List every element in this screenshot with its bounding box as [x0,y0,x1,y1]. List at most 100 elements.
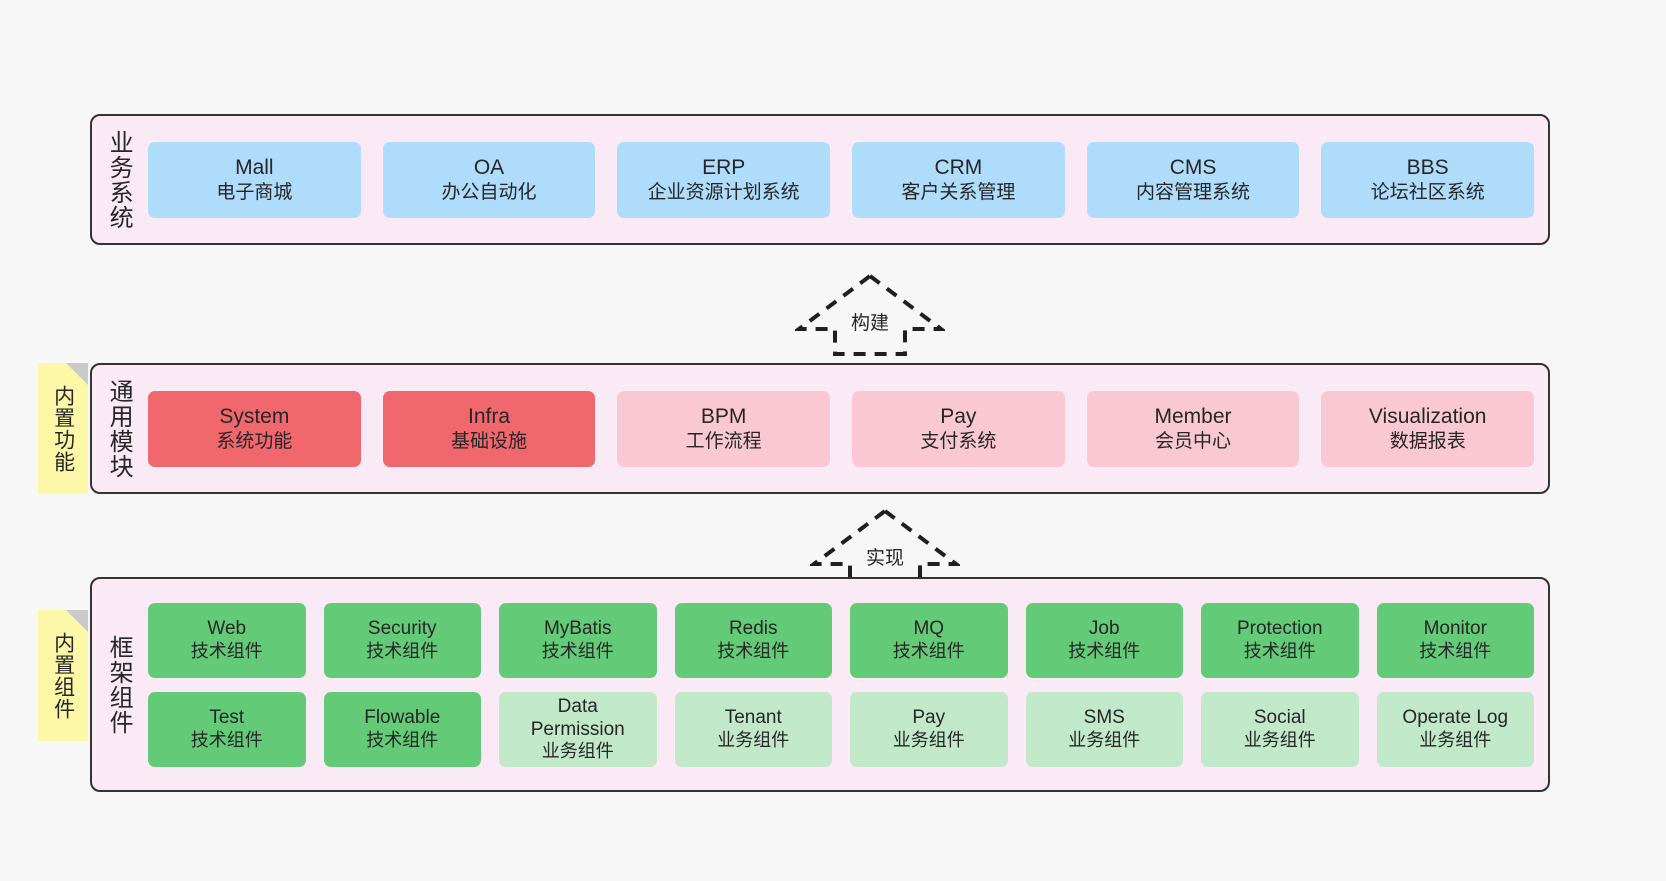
tag-builtin-function: 内置功能 [38,363,88,494]
card-erp[interactable]: ERP 企业资源计划系统 [617,141,831,218]
card-social[interactable]: Social 业务组件 [1201,691,1359,767]
card-row: System 系统功能 Infra 基础设施 BPM 工作流程 Pay 支付系统… [148,390,1535,467]
card-oa[interactable]: OA 办公自动化 [382,141,596,218]
card-subtitle: 业务组件 [1419,729,1492,750]
tag-label: 内置组件 [51,631,75,720]
card-subtitle: 技术组件 [190,640,263,661]
card-row: Test 技术组件 Flowable 技术组件 Data Permission … [148,691,1534,767]
card-subtitle: 会员中心 [1155,430,1232,452]
card-security[interactable]: Security 技术组件 [323,602,481,678]
card-cms[interactable]: CMS 内容管理系统 [1086,141,1300,218]
card-title: ERP [702,156,746,180]
card-title: Data Permission [530,695,625,741]
card-bpm[interactable]: BPM 工作流程 [617,390,831,467]
card-pay-component[interactable]: Pay 业务组件 [850,691,1008,767]
connector-implement: 实现 [810,507,960,592]
card-data-permission[interactable]: Data Permission 业务组件 [499,691,657,767]
tag-label: 内置功能 [51,384,75,473]
card-title: Tenant [724,707,782,729]
card-subtitle: 业务组件 [1243,729,1316,750]
card-title: Redis [728,618,778,640]
card-title: CRM [934,156,983,180]
card-subtitle: 基础设施 [451,430,528,452]
card-subtitle: 业务组件 [541,741,614,762]
card-title: MQ [913,618,945,640]
card-title: OA [473,156,505,180]
card-title: Social [1253,707,1306,729]
card-title: Protection [1236,618,1323,640]
layer-body-business-system: Mall 电子商城 OA 办公自动化 ERP 企业资源计划系统 CRM 客户关系… [144,116,1548,243]
card-subtitle: 论坛社区系统 [1370,181,1485,203]
card-title: System [219,405,290,429]
card-title: Job [1088,618,1120,640]
card-title: Mall [235,156,274,180]
card-subtitle: 技术组件 [892,640,965,661]
layer-title-business-system: 业务系统 [105,129,133,230]
card-web[interactable]: Web 技术组件 [148,602,306,678]
card-visualization[interactable]: Visualization 数据报表 [1321,390,1535,467]
layer-body-common-module: System 系统功能 Infra 基础设施 BPM 工作流程 Pay 支付系统… [144,365,1548,492]
card-infra[interactable]: Infra 基础设施 [382,390,596,467]
card-title: Infra [467,405,511,429]
card-subtitle: 系统功能 [216,430,293,452]
card-subtitle: 支付系统 [920,430,997,452]
card-subtitle: 客户关系管理 [901,181,1016,203]
card-pay[interactable]: Pay 支付系统 [852,390,1065,467]
connector-build: 构建 [795,272,945,357]
card-subtitle: 工作流程 [685,430,762,452]
card-mybatis[interactable]: MyBatis 技术组件 [499,602,657,678]
tag-builtin-component: 内置组件 [38,610,88,741]
card-row: Web 技术组件 Security 技术组件 MyBatis 技术组件 Redi… [148,602,1534,678]
card-subtitle: 技术组件 [1419,640,1492,661]
card-test[interactable]: Test 技术组件 [148,691,306,767]
card-subtitle: 内容管理系统 [1136,181,1251,203]
card-subtitle: 技术组件 [541,640,614,661]
card-protection[interactable]: Protection 技术组件 [1201,602,1359,678]
card-title: BBS [1406,156,1449,180]
card-operate-log[interactable]: Operate Log 业务组件 [1376,691,1534,767]
card-subtitle: 业务组件 [717,729,790,750]
card-redis[interactable]: Redis 技术组件 [674,602,832,678]
card-sms[interactable]: SMS 业务组件 [1025,691,1183,767]
card-subtitle: 企业资源计划系统 [647,181,800,203]
connector-implement-label: 实现 [865,548,904,569]
card-mall[interactable]: Mall 电子商城 [148,141,361,218]
card-title: Pay [940,405,977,429]
card-row: Mall 电子商城 OA 办公自动化 ERP 企业资源计划系统 CRM 客户关系… [148,141,1535,218]
card-tenant[interactable]: Tenant 业务组件 [674,691,832,767]
card-subtitle: 技术组件 [366,729,439,750]
layer-business-system: 业务系统 Mall 电子商城 OA 办公自动化 ERP 企业资源计划系统 CRM [90,114,1550,245]
card-job[interactable]: Job 技术组件 [1025,602,1183,678]
card-subtitle: 电子商城 [216,181,293,203]
card-title: BPM [700,405,747,429]
card-mq[interactable]: MQ 技术组件 [850,602,1008,678]
card-subtitle: 技术组件 [366,640,439,661]
card-crm[interactable]: CRM 客户关系管理 [852,141,1065,218]
layer-common-module: 通用模块 System 系统功能 Infra 基础设施 BPM 工作流程 Pay [90,363,1550,494]
card-title: Member [1154,405,1232,429]
card-title: Pay [912,707,946,729]
card-title: Visualization [1368,405,1487,429]
card-title: SMS [1083,707,1125,729]
layer-title-common-module: 通用模块 [105,378,133,479]
card-subtitle: 技术组件 [717,640,790,661]
card-monitor[interactable]: Monitor 技术组件 [1376,602,1534,678]
card-subtitle: 业务组件 [1068,729,1141,750]
connector-build-label: 构建 [850,313,889,334]
card-flowable[interactable]: Flowable 技术组件 [323,691,481,767]
card-title: Security [367,618,437,640]
card-title: Test [209,707,245,729]
card-title: Web [207,618,247,640]
card-title: Operate Log [1402,707,1509,729]
card-title: CMS [1169,156,1217,180]
card-system[interactable]: System 系统功能 [148,390,361,467]
card-subtitle: 技术组件 [190,729,263,750]
card-subtitle: 业务组件 [892,729,965,750]
card-bbs[interactable]: BBS 论坛社区系统 [1321,141,1535,218]
layer-framework-component: 框架组件 Web 技术组件 Security 技术组件 MyBatis 技术组件… [90,577,1550,792]
card-subtitle: 数据报表 [1389,430,1466,452]
card-subtitle: 技术组件 [1068,640,1141,661]
fold-corner-icon [66,610,88,632]
card-member[interactable]: Member 会员中心 [1086,390,1300,467]
